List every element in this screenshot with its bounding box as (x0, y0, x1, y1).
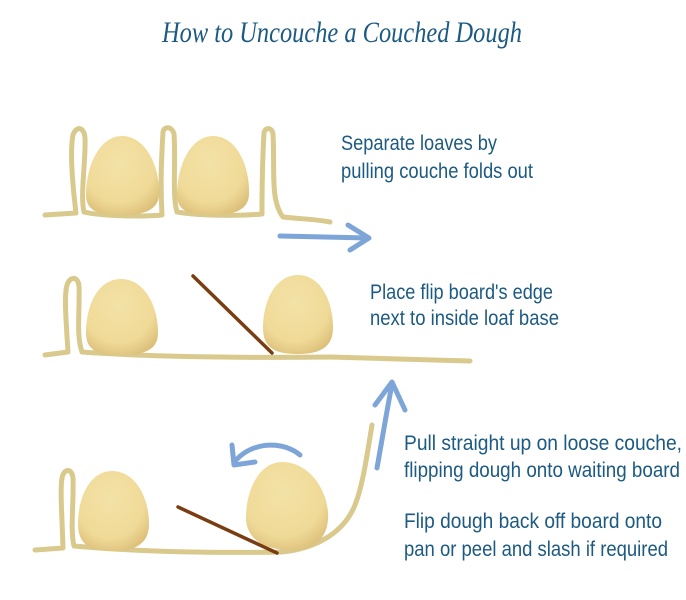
step-3-illustration (32, 422, 375, 555)
dough-loaf (245, 462, 329, 551)
step-2-line-1: Place flip board's edge (370, 281, 553, 304)
arrow-up-icon (372, 379, 408, 471)
dough-loaf (177, 136, 250, 215)
couche (42, 275, 473, 364)
step-3-line-1: Pull straight up on loose couche, (404, 432, 682, 455)
flip-board (176, 505, 279, 555)
dough-loaf (86, 279, 158, 355)
dough-loaf (86, 136, 160, 215)
step-1-line-2: pulling couche folds out (341, 160, 533, 183)
couche (42, 125, 333, 225)
curved-arrow-icon (229, 442, 303, 468)
page-title: How to Uncouche a Couched Dough (161, 16, 522, 49)
step-1-illustration (42, 125, 372, 253)
flip-board (191, 274, 274, 355)
arrow-right-icon (277, 222, 372, 253)
step-4-line-1: Flip dough back off board onto (404, 510, 662, 533)
dough-loaf (78, 471, 149, 551)
step-4-line-2: pan or peel and slash if required (404, 538, 668, 561)
step-3-line-2: flipping dough onto waiting board (404, 459, 680, 482)
step-2-line-2: next to inside loaf base (370, 307, 559, 330)
dough-loaf (263, 275, 333, 354)
step-2-illustration (42, 274, 473, 471)
step-1-line-1: Separate loaves by (341, 132, 497, 155)
